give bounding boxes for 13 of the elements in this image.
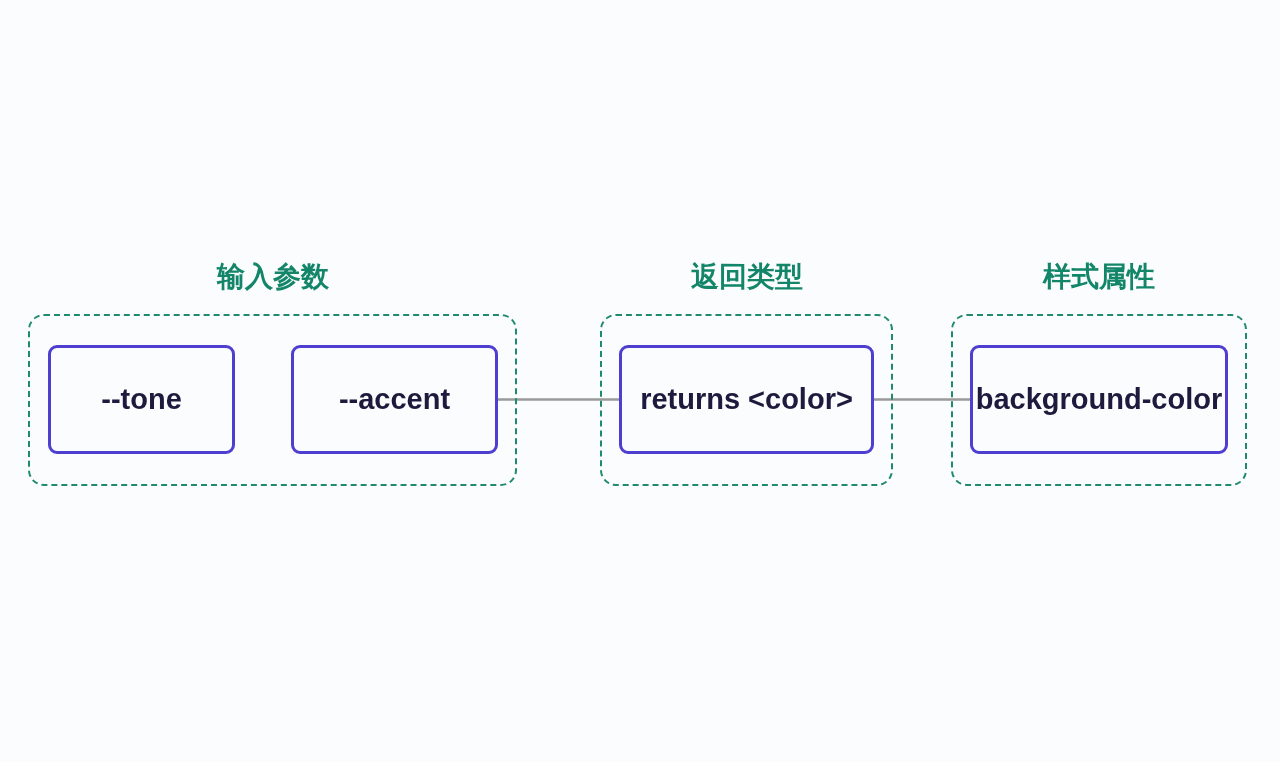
box-label: --accent <box>338 383 451 416</box>
parameter-box <box>48 345 235 454</box>
group-heading: 返回类型 <box>689 260 804 294</box>
connector-line <box>874 398 970 401</box>
box-label: background-color <box>975 383 1223 416</box>
parameter-box <box>619 345 874 454</box>
group-heading: 样式属性 <box>1041 260 1156 294</box>
box-label: returns <color> <box>640 383 853 416</box>
connector-line <box>498 398 619 401</box>
parameter-box <box>970 345 1228 454</box>
parameter-box <box>291 345 498 454</box>
group-heading: 输入参数 <box>215 260 330 294</box>
box-label: --tone <box>101 383 182 416</box>
